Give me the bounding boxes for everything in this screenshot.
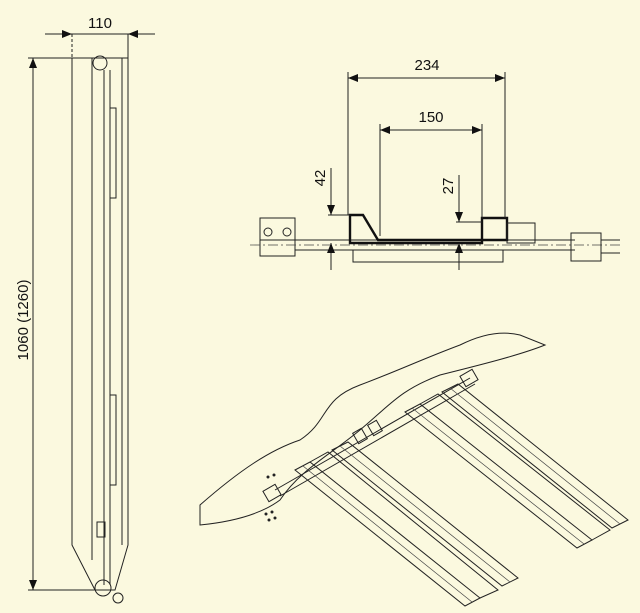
- length-label: 1060 (1260): [15, 280, 32, 361]
- dimension-length: 1060 (1260): [15, 57, 95, 591]
- dimension-150: 150: [379, 109, 483, 236]
- cross-section-view: [250, 213, 620, 263]
- height-left-label: 42: [312, 170, 329, 187]
- bottom-wheel-icon: [94, 579, 112, 597]
- overall-length-label: 234: [414, 57, 439, 74]
- dimension-234: 234: [347, 57, 506, 218]
- floor-rail-4: [441, 383, 629, 529]
- height-right-label: 27: [440, 178, 457, 195]
- dimension-27: 27: [440, 175, 482, 270]
- isometric-assembly-view: [199, 332, 629, 607]
- screws-icon: [264, 473, 277, 522]
- floor-rail-3: [404, 393, 611, 549]
- rail-side-view: [71, 55, 129, 604]
- inner-length-label: 150: [418, 109, 443, 126]
- dimension-42: 42: [312, 168, 350, 270]
- top-roller-icon: [92, 55, 108, 71]
- dimension-width: 110: [45, 15, 155, 58]
- floor-rail-2: [331, 441, 519, 587]
- width-label: 110: [88, 15, 112, 32]
- floor-rail-1: [294, 451, 499, 607]
